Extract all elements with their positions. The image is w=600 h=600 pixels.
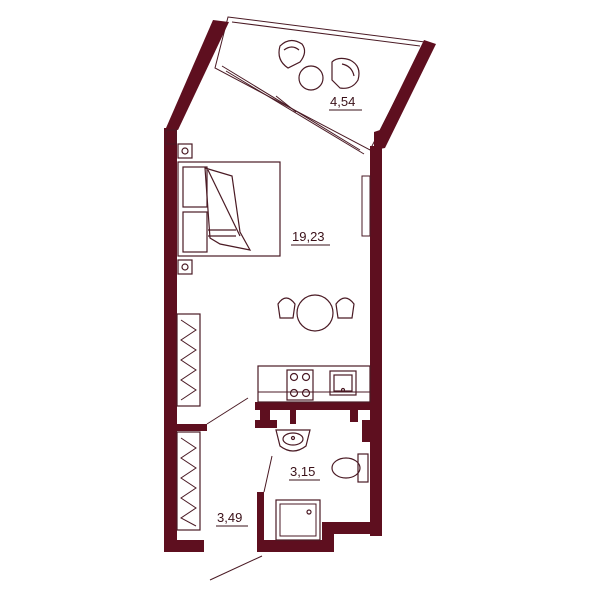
living-area-label: 19,23 [292,229,325,244]
washbasin [275,429,311,452]
shower [275,499,321,541]
kitchen [257,365,371,403]
living-room: 19,23 [176,143,371,425]
balcony-chair-left [278,39,306,69]
wardrobe-lower [176,431,201,531]
walls [164,20,436,552]
hall-area-label: 3,49 [217,510,242,525]
balcony-chair-right [331,57,360,89]
balcony-table [298,65,324,91]
dining-table [296,294,334,332]
toilet [331,453,369,483]
dining-chair-left [277,297,296,319]
bathroom-area-label: 3,15 [290,464,315,479]
nightstand-bottom [177,259,193,275]
wardrobe-upper [176,313,201,407]
dining-chair-right [335,297,355,319]
nightstand-top [177,143,193,159]
balcony-area-label: 4,54 [330,94,355,109]
balcony: 4,54 [214,16,426,155]
bed [177,161,281,257]
bathroom: 3,15 [263,429,369,541]
hall: 3,49 [176,431,263,581]
